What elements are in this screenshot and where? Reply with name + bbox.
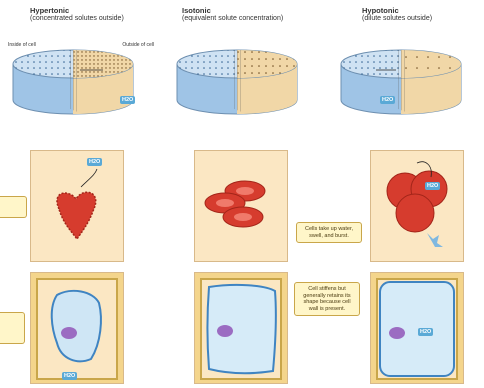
note-isotonic-plant: Cell stiffens but generally retains its … — [294, 282, 360, 316]
panel-plant-isotonic — [194, 272, 288, 384]
callout-box-left-1 — [0, 196, 27, 218]
header-isotonic-title: Isotonic — [182, 7, 283, 15]
h2o-label-dish-1: H2O — [120, 96, 135, 104]
turgid-plant-cell — [371, 273, 463, 383]
h2o-label-animal-1: H2O — [87, 158, 102, 166]
header-hypotonic-title: Hypotonic — [362, 7, 432, 15]
header-hypotonic-subtitle: (dilute solutes outside) — [362, 15, 432, 22]
swollen-red-blood-cell — [371, 151, 463, 261]
header-hypertonic: Hypertonic (concentrated solutes outside… — [30, 7, 124, 23]
header-hypertonic-title: Hypertonic — [30, 7, 124, 15]
h2o-label-plant-3: H2O — [418, 328, 433, 336]
panel-animal-hypertonic — [30, 150, 124, 262]
header-isotonic: Isotonic (equivalent solute concentratio… — [182, 7, 283, 23]
h2o-label-plant-1: H2O — [62, 372, 77, 380]
h2o-label-dish-3: H2O — [380, 96, 395, 104]
normal-red-blood-cells — [195, 151, 287, 261]
header-hypotonic: Hypotonic (dilute solutes outside) — [362, 7, 432, 23]
panel-plant-hypotonic — [370, 272, 464, 384]
flaccid-plant-cell — [195, 273, 287, 383]
callout-box-left-2 — [0, 312, 25, 344]
dish-hypertonic — [8, 42, 138, 122]
shriveled-red-blood-cell — [31, 151, 123, 261]
header-hypertonic-subtitle: (concentrated solutes outside) — [30, 15, 124, 22]
h2o-label-animal-3: H2O — [425, 182, 440, 190]
plasmolyzed-plant-cell — [31, 273, 123, 383]
dish-isotonic — [172, 42, 302, 122]
header-isotonic-subtitle: (equivalent solute concentration) — [182, 15, 283, 22]
dish-hypotonic — [336, 42, 466, 122]
panel-animal-isotonic — [194, 150, 288, 262]
panel-animal-hypotonic — [370, 150, 464, 262]
note-hypotonic-animal: Cells take up water, swell, and burst. — [296, 222, 362, 243]
panel-plant-hypertonic — [30, 272, 124, 384]
